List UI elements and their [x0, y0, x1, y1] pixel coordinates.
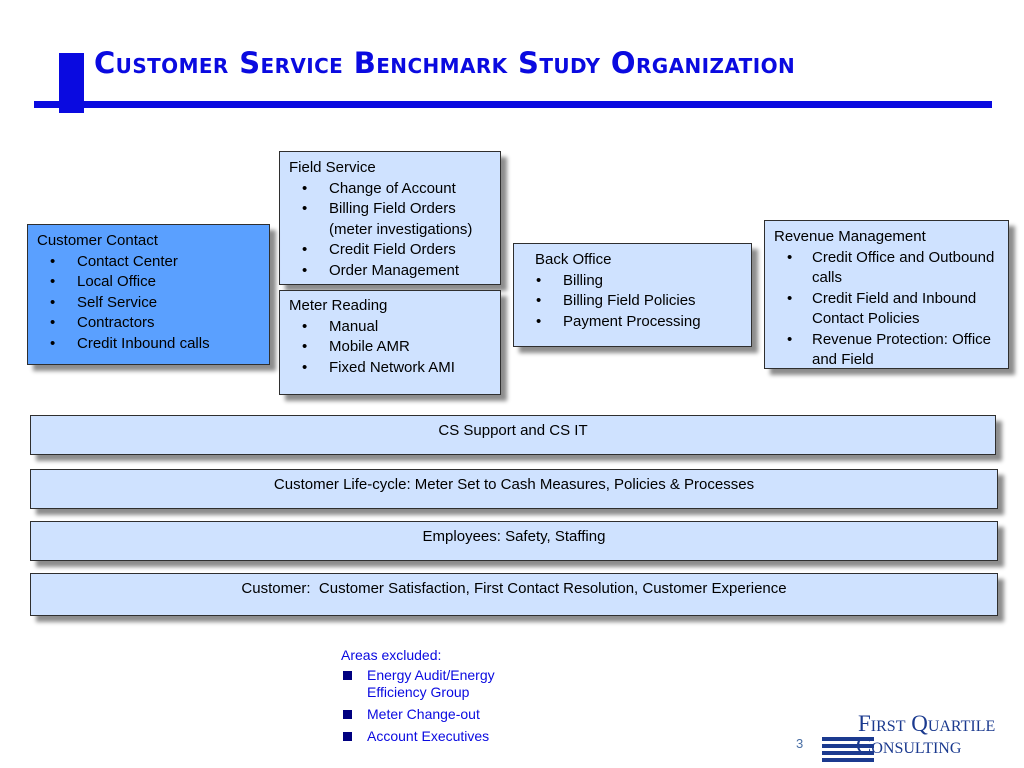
list-item: Change of Account — [289, 179, 492, 200]
list-item: Credit Inbound calls — [37, 334, 261, 355]
meter-reading-list: Manual Mobile AMR Fixed Network AMI — [289, 317, 492, 379]
logo-line-1: First Quartile — [858, 711, 996, 736]
list-item: Payment Processing — [535, 312, 743, 333]
list-item: Energy Audit/Energy Efficiency Group — [341, 667, 531, 701]
page-number: 3 — [796, 736, 804, 751]
list-item: Meter Change-out — [341, 706, 531, 723]
customer-life-cycle-band: Customer Life-cycle: Meter Set to Cash M… — [30, 469, 998, 509]
page-title: Customer Service Benchmark Study Organiz… — [94, 46, 796, 80]
meter-reading-box: Meter Reading Manual Mobile AMR Fixed Ne… — [279, 290, 501, 395]
back-office-title: Back Office — [535, 251, 612, 268]
list-item: Credit Office and Outbound calls — [774, 248, 1000, 289]
customer-band: Customer: Customer Satisfaction, First C… — [30, 573, 998, 616]
cs-support-band: CS Support and CS IT — [30, 415, 996, 455]
customer-contact-list: Contact Center Local Office Self Service… — [37, 252, 261, 355]
square-bullet-icon — [343, 710, 352, 719]
list-item: Contractors — [37, 313, 261, 334]
list-item: Fixed Network AMI — [289, 358, 492, 379]
employees-band: Employees: Safety, Staffing — [30, 521, 998, 561]
field-service-box: Field Service Change of Account Billing … — [279, 151, 501, 285]
list-item: Billing Field Policies — [535, 291, 743, 312]
list-item: Account Executives — [341, 728, 531, 745]
customer-band-text: Customer Satisfaction, First Contact Res… — [310, 580, 787, 597]
customer-contact-box: Customer Contact Contact Center Local Of… — [27, 224, 270, 365]
title-underline — [34, 101, 992, 108]
list-item-text: Meter Change-out — [367, 706, 480, 722]
logo-line-2: Consulting — [856, 733, 962, 758]
square-bullet-icon — [343, 732, 352, 741]
list-item: Self Service — [37, 293, 261, 314]
list-item: Local Office — [37, 272, 261, 293]
list-item: Revenue Protection: Office and Field — [774, 330, 1000, 371]
areas-excluded-list: Energy Audit/Energy Efficiency Group Met… — [341, 667, 531, 745]
list-item: Order Management — [289, 261, 492, 282]
revenue-management-title: Revenue Management — [774, 228, 926, 245]
customer-band-label: Customer: — [241, 580, 311, 597]
list-item-text: Energy Audit/Energy Efficiency Group — [367, 667, 495, 700]
customer-contact-title: Customer Contact — [37, 232, 158, 249]
list-item: Billing Field Orders (meter investigatio… — [289, 199, 492, 240]
back-office-box: Back Office Billing Billing Field Polici… — [513, 243, 752, 347]
areas-excluded: Areas excluded: Energy Audit/Energy Effi… — [341, 645, 531, 750]
list-item: Credit Field and Inbound Contact Policie… — [774, 289, 1000, 330]
square-bullet-icon — [343, 671, 352, 680]
first-quartile-logo: First Quartile Consulting — [820, 711, 1020, 763]
revenue-management-box: Revenue Management Credit Office and Out… — [764, 220, 1009, 369]
back-office-list: Billing Billing Field Policies Payment P… — [535, 271, 743, 333]
meter-reading-title: Meter Reading — [289, 297, 388, 314]
list-item: Contact Center — [37, 252, 261, 273]
field-service-list: Change of Account Billing Field Orders (… — [289, 179, 492, 282]
logo-stripes-icon — [820, 713, 880, 763]
list-item-text: Account Executives — [367, 728, 490, 744]
list-item: Mobile AMR — [289, 337, 492, 358]
list-item: Manual — [289, 317, 492, 338]
list-item: Credit Field Orders — [289, 240, 492, 261]
revenue-management-list: Credit Office and Outbound calls Credit … — [774, 248, 1000, 371]
areas-excluded-heading: Areas excluded: — [341, 647, 442, 663]
logo-wordmark: First Quartile Consulting — [856, 711, 996, 758]
field-service-title: Field Service — [289, 159, 376, 176]
list-item: Billing — [535, 271, 743, 292]
